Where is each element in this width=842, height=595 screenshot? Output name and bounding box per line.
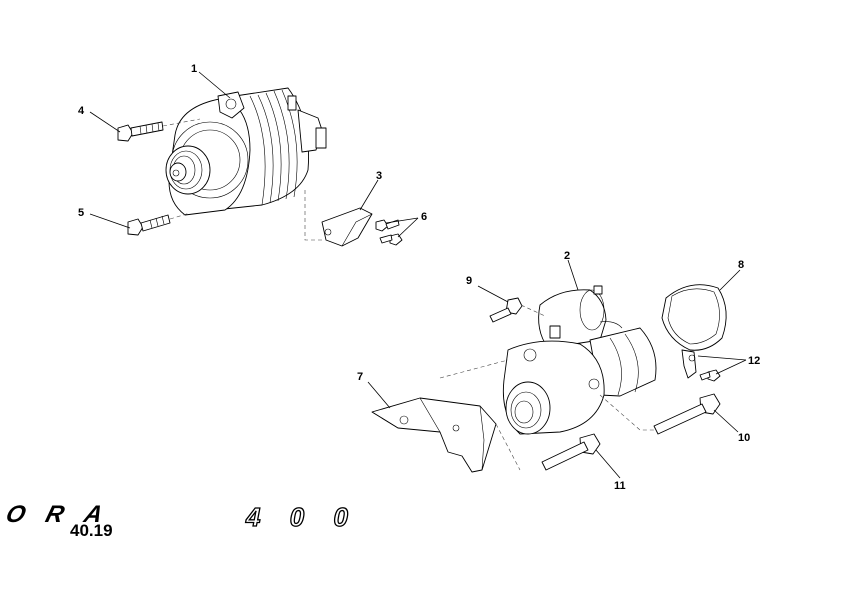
callout-9: 9 (466, 275, 472, 287)
alternator (165, 87, 327, 216)
bolt-11 (541, 433, 601, 471)
evora-400-logo: EVORA 400 (0, 501, 349, 532)
bolt-5 (127, 212, 191, 236)
callout-7: 7 (357, 371, 363, 383)
bracket-7 (371, 359, 521, 473)
screw-12 (699, 369, 721, 382)
callout-12: 12 (748, 355, 760, 367)
page-number: 40.19 (70, 521, 113, 540)
callout-6: 6 (421, 211, 427, 223)
callout-10: 10 (738, 432, 750, 444)
callout-2: 2 (564, 250, 570, 262)
callout-4: 4 (78, 105, 85, 117)
bolt-10 (599, 393, 721, 435)
callout-1: 1 (191, 63, 197, 75)
bolt-9 (489, 297, 546, 323)
logo-model: EVORA (0, 501, 106, 528)
clamp-band-8 (661, 284, 727, 379)
callout-3: 3 (376, 170, 382, 182)
callout-8: 8 (738, 259, 744, 271)
leader-lines (89, 71, 747, 479)
callout-11: 11 (614, 480, 626, 492)
callout-5: 5 (78, 207, 84, 219)
starter-motor (502, 285, 657, 435)
bracket-3 (304, 190, 373, 247)
logo-variant: 400 (245, 502, 349, 532)
bolt-4 (117, 118, 201, 142)
screws-6 (375, 219, 403, 246)
